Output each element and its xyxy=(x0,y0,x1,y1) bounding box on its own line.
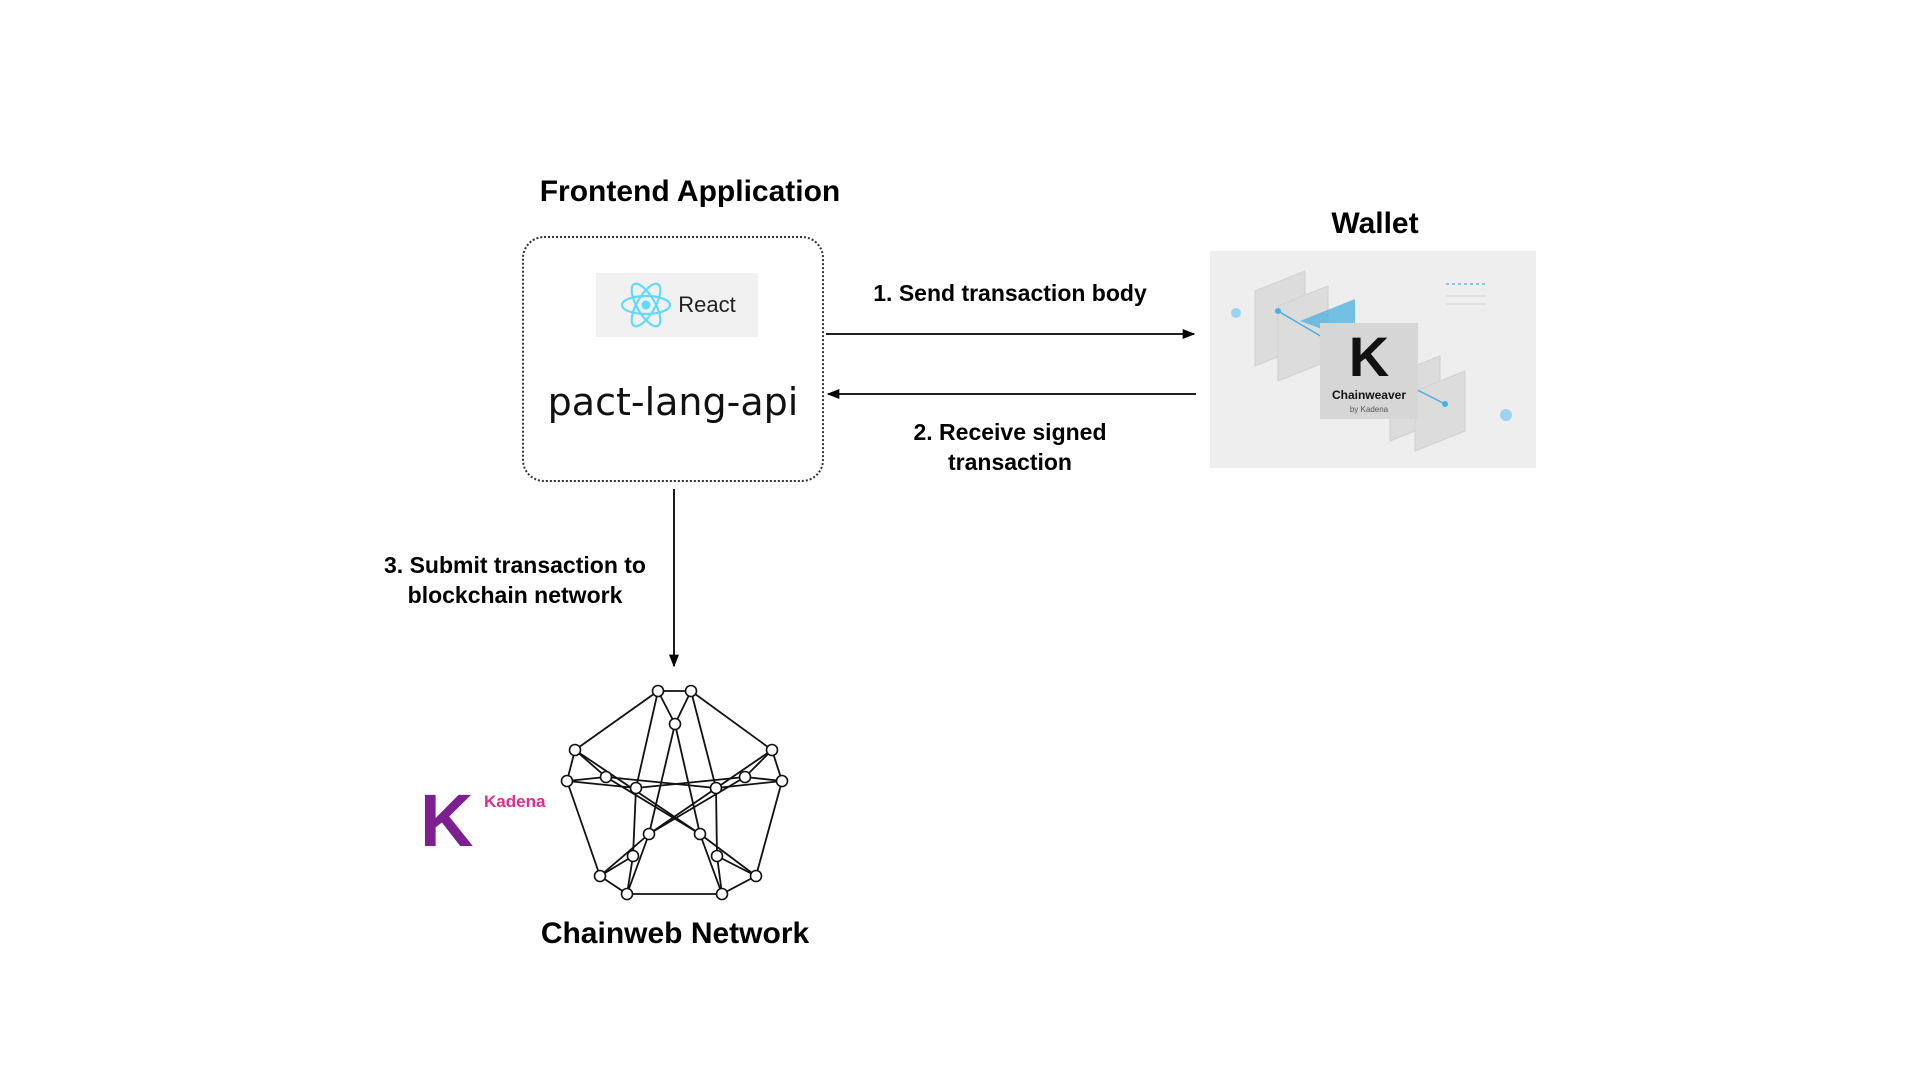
step-submit-line2: blockchain network xyxy=(407,582,623,608)
chainweb-network-title: Chainweb Network xyxy=(540,917,810,950)
kadena-wordmark: Kadena xyxy=(484,792,546,811)
chainweaver-k-letter: K xyxy=(1348,325,1390,388)
step-receive-line2: transaction xyxy=(948,449,1072,475)
step-submit-line1: 3. Submit transaction to xyxy=(384,552,646,578)
wallet-title: Wallet xyxy=(1331,207,1419,240)
frontend-application-box: React pact-lang-api xyxy=(522,236,824,482)
kadena-logo: K Kadena xyxy=(420,784,560,860)
step-receive-label: 2. Receive signed transaction xyxy=(860,417,1160,477)
chainweaver-byline: by Kadena xyxy=(1349,405,1389,414)
network-nodes xyxy=(560,684,789,901)
react-badge: React xyxy=(596,273,758,337)
step-submit-label: 3. Submit transaction to blockchain netw… xyxy=(330,550,700,610)
react-icon xyxy=(621,282,672,328)
frontend-title: Frontend Application xyxy=(539,175,841,208)
chainweaver-logo: K Chainweaver by Kadena xyxy=(1320,323,1418,419)
step-receive-line1: 2. Receive signed xyxy=(913,419,1107,445)
pact-lang-api-label: pact-lang-api xyxy=(547,380,799,424)
wallet-image: K Chainweaver by Kadena xyxy=(1210,251,1536,468)
chainweaver-name: Chainweaver xyxy=(1331,388,1407,402)
step-send-label: 1. Send transaction body xyxy=(873,280,1147,306)
wallet-background-graphic xyxy=(1231,270,1512,452)
kadena-k-letter: K xyxy=(420,779,474,862)
react-label: React xyxy=(678,292,736,317)
